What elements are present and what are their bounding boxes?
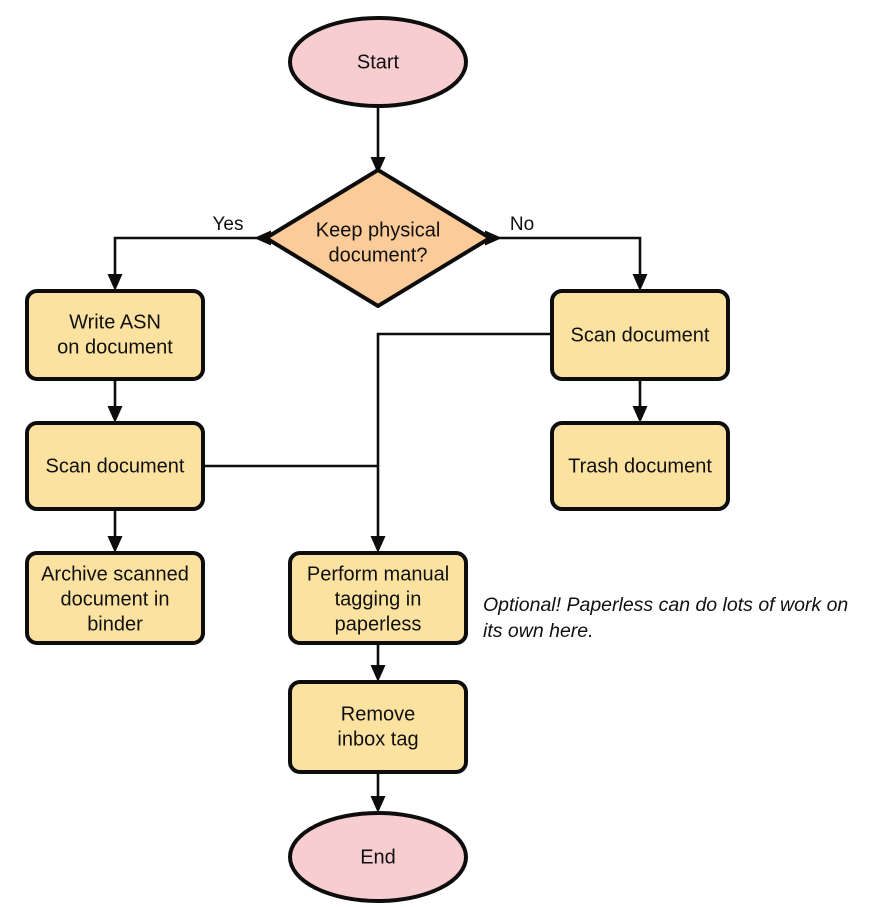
node-scan-document-left[interactable]: Scan document — [25, 421, 205, 511]
remove-inbox-label-line2: inbox tag — [337, 728, 418, 750]
edge-scan-right-to-tagging — [370, 332, 552, 553]
end-label: End — [360, 846, 396, 868]
archive-label-line1: Archive scanned — [41, 563, 189, 585]
edge-tagging-to-remove-inbox — [370, 643, 386, 682]
end-ellipse — [288, 811, 468, 903]
node-write-asn-on-document[interactable]: Write ASN on document — [25, 289, 205, 381]
start-ellipse — [288, 16, 468, 108]
edge-decision-yes-to-write-asn — [107, 230, 271, 291]
node-end[interactable]: End — [288, 811, 468, 903]
note-line1: Optional! Paperless can do lots of work … — [483, 594, 848, 616]
scan-left-label: Scan document — [46, 455, 185, 477]
tagging-box — [288, 551, 468, 645]
edge-start-to-decision — [370, 104, 386, 174]
decision-diamond — [264, 168, 492, 308]
annotation-note: Optional! Paperless can do lots of work … — [483, 594, 848, 642]
trash-box — [550, 421, 730, 511]
note-line2: its own here. — [483, 620, 594, 642]
scan-right-label: Scan document — [571, 324, 710, 346]
write-asn-label-line1: Write ASN — [69, 311, 161, 333]
decision-label-line1: Keep physical — [316, 219, 441, 241]
write-asn-box — [25, 289, 205, 381]
tagging-label-line2: tagging in — [335, 588, 422, 610]
decision-label-line2: document? — [329, 244, 428, 266]
remove-inbox-label-line1: Remove — [341, 703, 415, 725]
tagging-label-line3: paperless — [335, 613, 422, 635]
archive-label-line2: document in — [61, 588, 170, 610]
tagging-label-line1: Perform manual — [307, 563, 449, 585]
node-archive-scanned-document[interactable]: Archive scanned document in binder — [25, 551, 205, 645]
node-scan-document-right[interactable]: Scan document — [550, 289, 730, 381]
archive-label-line3: binder — [87, 613, 143, 635]
trash-label: Trash document — [568, 455, 712, 477]
start-label: Start — [357, 51, 400, 73]
node-start[interactable]: Start — [288, 16, 468, 108]
edge-scan-left-to-archive — [107, 508, 123, 553]
write-asn-label-line2: on document — [57, 336, 173, 358]
node-perform-manual-tagging[interactable]: Perform manual tagging in paperless — [288, 551, 468, 645]
node-trash-document[interactable]: Trash document — [550, 421, 730, 511]
scan-right-box — [550, 289, 730, 381]
archive-box — [25, 551, 205, 645]
remove-inbox-box — [288, 680, 468, 774]
node-remove-inbox-tag[interactable]: Remove inbox tag — [288, 680, 468, 774]
edge-write-asn-to-scan-left — [107, 378, 123, 423]
edge-scan-right-to-trash — [632, 378, 648, 423]
edge-label-yes: Yes — [213, 214, 244, 235]
edge-label-no: No — [510, 214, 534, 235]
node-decision-keep-physical-document[interactable]: Keep physical document? — [264, 168, 492, 308]
scan-left-box — [25, 421, 205, 511]
edge-remove-inbox-to-end — [370, 772, 386, 813]
edge-decision-no-to-scan-right — [485, 230, 648, 291]
